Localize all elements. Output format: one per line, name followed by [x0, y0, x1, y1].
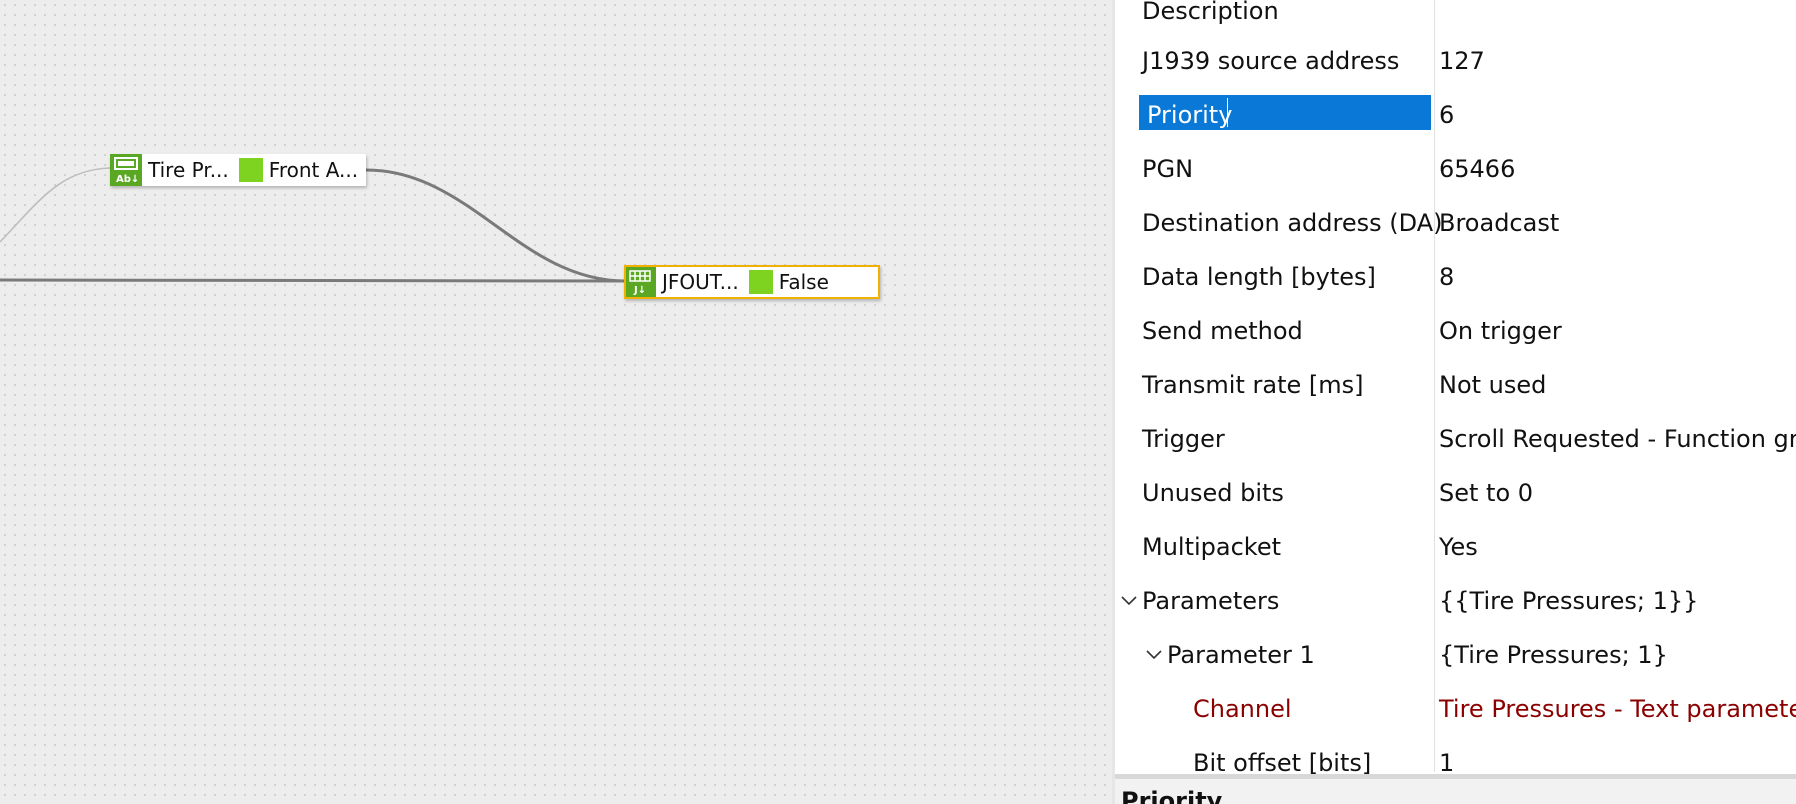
- property-name: Priority: [1147, 101, 1233, 129]
- property-name: J1939 source address: [1142, 47, 1400, 75]
- chevron-down-icon[interactable]: [1120, 574, 1138, 628]
- property-row-channel[interactable]: Channel Tire Pressures - Text parameter: [1115, 682, 1796, 736]
- property-name: Parameter 1: [1167, 641, 1315, 669]
- property-row-pgn[interactable]: PGN 65466: [1115, 142, 1796, 196]
- property-row-description[interactable]: Description: [1115, 0, 1796, 38]
- svg-text:J↓: J↓: [633, 285, 646, 295]
- property-row-parameters[interactable]: Parameters {{Tire Pressures; 1}}: [1115, 574, 1796, 628]
- connection-wires: [0, 167, 625, 283]
- property-row-send-method[interactable]: Send method On trigger: [1115, 304, 1796, 358]
- property-value[interactable]: 8: [1439, 263, 1455, 291]
- property-row-transmit-rate[interactable]: Transmit rate [ms] Not used: [1115, 358, 1796, 412]
- property-value[interactable]: Tire Pressures - Text parameter: [1439, 695, 1796, 723]
- text-caret: [1227, 98, 1228, 127]
- property-value[interactable]: Scroll Requested - Function group: [1439, 425, 1796, 453]
- j1939-output-icon: J↓: [626, 267, 656, 297]
- property-value[interactable]: 127: [1439, 47, 1485, 75]
- property-row-multipacket[interactable]: Multipacket Yes: [1115, 520, 1796, 574]
- property-name: Channel: [1193, 695, 1292, 723]
- property-value[interactable]: 65466: [1439, 155, 1516, 183]
- property-name: Unused bits: [1142, 479, 1284, 507]
- property-name: Parameters: [1142, 587, 1280, 615]
- wire-input-b[interactable]: [0, 278, 625, 283]
- pane-splitter[interactable]: [1112, 0, 1115, 804]
- property-name: Trigger: [1142, 425, 1225, 453]
- wire-input-a: [0, 167, 111, 243]
- property-value[interactable]: 1: [1439, 749, 1455, 774]
- property-row-trigger[interactable]: Trigger Scroll Requested - Function grou…: [1115, 412, 1796, 466]
- property-value[interactable]: Not used: [1439, 371, 1547, 399]
- property-name: Destination address (DA): [1142, 209, 1443, 237]
- property-row-unused-bits[interactable]: Unused bits Set to 0: [1115, 466, 1796, 520]
- property-name: Bit offset [bits]: [1193, 749, 1372, 774]
- property-name: PGN: [1142, 155, 1194, 183]
- wire-a-to-b[interactable]: [365, 168, 625, 283]
- property-value[interactable]: Yes: [1439, 533, 1478, 561]
- selection-highlight: [1139, 95, 1431, 130]
- property-value[interactable]: Broadcast: [1439, 209, 1560, 237]
- node-canvas[interactable]: Ab↓ Tire Pr... Front A... J↓ JFOUT... Fa…: [0, 0, 1112, 804]
- node-tire-pressures[interactable]: Ab↓ Tire Pr... Front A...: [110, 154, 366, 186]
- svg-text:Ab↓: Ab↓: [116, 174, 139, 184]
- property-row-bit-offset[interactable]: Bit offset [bits] 1: [1115, 736, 1796, 774]
- property-row-destination[interactable]: Destination address (DA) Broadcast: [1115, 196, 1796, 250]
- property-name: Multipacket: [1142, 533, 1282, 561]
- property-value[interactable]: On trigger: [1439, 317, 1562, 345]
- property-row-priority[interactable]: Priority 6: [1115, 88, 1796, 142]
- node-a-name: Tire Pr...: [148, 158, 229, 182]
- property-value[interactable]: {{Tire Pressures; 1}}: [1439, 587, 1699, 615]
- node-b-value: False: [778, 270, 829, 294]
- property-row-data-length[interactable]: Data length [bytes] 8: [1115, 250, 1796, 304]
- text-parameter-icon: Ab↓: [110, 154, 142, 186]
- node-a-port[interactable]: [238, 158, 263, 182]
- property-name: Description: [1142, 0, 1279, 25]
- property-name: Data length [bytes]: [1142, 263, 1376, 291]
- property-value[interactable]: 6: [1439, 101, 1455, 129]
- node-b-name: JFOUT...: [662, 270, 739, 294]
- column-divider[interactable]: [1434, 0, 1435, 772]
- description-pane: Priority: [1115, 774, 1796, 804]
- node-a-value: Front A...: [268, 158, 359, 182]
- node-b-port[interactable]: [748, 270, 773, 294]
- property-row-source-address[interactable]: J1939 source address 127: [1115, 34, 1796, 88]
- property-name: Send method: [1142, 317, 1303, 345]
- property-grid[interactable]: Description J1939 source address 127 Pri…: [1115, 0, 1796, 774]
- property-name: Transmit rate [ms]: [1142, 371, 1364, 399]
- property-value[interactable]: {Tire Pressures; 1}: [1439, 641, 1668, 669]
- description-title: Priority: [1121, 787, 1223, 804]
- chevron-down-icon[interactable]: [1145, 628, 1163, 682]
- node-jfout[interactable]: J↓ JFOUT... False: [624, 265, 880, 299]
- property-row-parameter-1[interactable]: Parameter 1 {Tire Pressures; 1}: [1115, 628, 1796, 682]
- property-value[interactable]: Set to 0: [1439, 479, 1534, 507]
